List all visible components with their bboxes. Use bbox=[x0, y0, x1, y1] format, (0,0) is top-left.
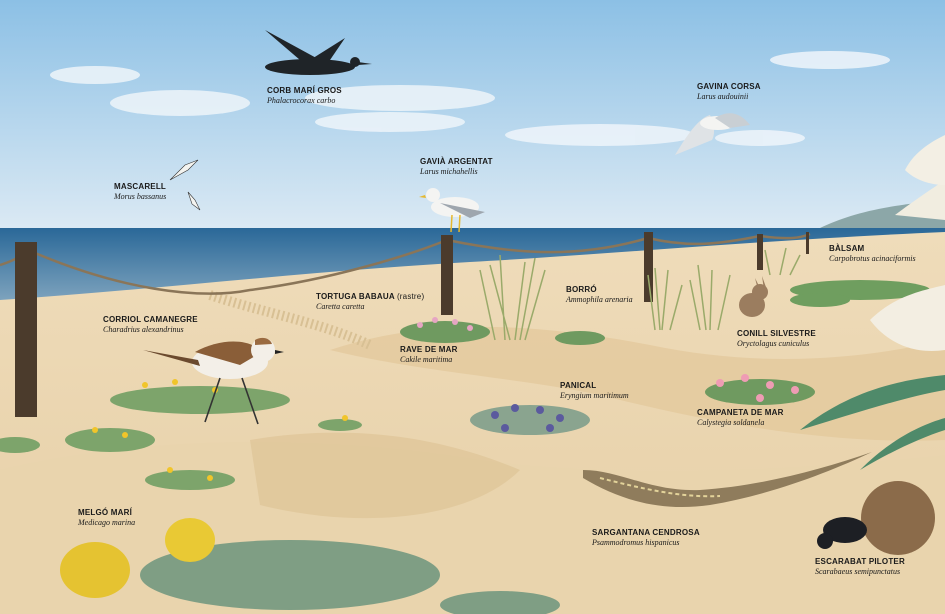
label-panical: PANICAL Eryngium maritimum bbox=[560, 381, 629, 400]
label-gavina-corsa: GAVINA CORSA Larus audouinii bbox=[697, 82, 761, 101]
tortuga-name: TORTUGA BABAUA bbox=[316, 292, 395, 301]
sea-rocket bbox=[400, 317, 605, 345]
label-balsam: BÀLSAM Carpobrotus acinaciformis bbox=[829, 244, 916, 263]
dune-ridge bbox=[330, 326, 945, 441]
label-melgo-mari: MELGÓ MARÍ Medicago marina bbox=[78, 508, 136, 527]
yellow-legged-gull bbox=[419, 188, 485, 233]
medicago-left bbox=[0, 379, 362, 490]
medicago-foreground bbox=[60, 518, 560, 614]
label-escarabat-piloter: ESCARABAT PILOTER Scarabaeus semipunctat… bbox=[815, 557, 905, 576]
sea-holly bbox=[470, 404, 590, 435]
label-tortuga-babaua: TORTUGA BABAUA (rastre) Caretta caretta bbox=[316, 292, 425, 311]
cormorant bbox=[265, 30, 372, 75]
dune-shadow bbox=[250, 432, 520, 519]
label-sargantana-cendrosa: SARGANTANA CENDROSA Psammodromus hispani… bbox=[592, 528, 700, 547]
label-corb-mari-gros: CORB MARÍ GROS Phalacrocorax carbo bbox=[267, 86, 342, 105]
audouins-gull bbox=[675, 113, 750, 155]
gannets bbox=[169, 159, 201, 211]
ice-plant bbox=[790, 280, 930, 307]
sky bbox=[0, 0, 945, 232]
rope-fence bbox=[0, 232, 811, 417]
sea-daffodil bbox=[800, 135, 945, 470]
label-conill-silvestre: CONILL SILVESTRE Oryctolagus cuniculus bbox=[737, 329, 816, 348]
marram-grass bbox=[479, 247, 801, 341]
dung-beetle bbox=[817, 481, 935, 555]
sea-bindweed bbox=[705, 374, 815, 405]
rabbit bbox=[739, 276, 768, 317]
clouds bbox=[50, 51, 890, 146]
label-campaneta-de-mar: CAMPANETA DE MAR Calystegia soldanela bbox=[697, 408, 784, 427]
label-corriol-camanegre: CORRIOL CAMANEGRE Charadrius alexandrinu… bbox=[103, 315, 198, 334]
label-rave-de-mar: RAVE DE MAR Cakile maritima bbox=[400, 345, 458, 364]
label-gavia-argentat: GAVIÀ ARGENTAT Larus michahellis bbox=[420, 157, 493, 176]
tortuga-suffix: (rastre) bbox=[396, 292, 425, 301]
label-mascarell: MASCARELL Morus bassanus bbox=[114, 182, 167, 201]
psammodromus-lizard bbox=[583, 452, 872, 507]
label-borro: BORRÓ Ammophila arenaria bbox=[566, 285, 633, 304]
kentish-plover bbox=[143, 337, 284, 425]
